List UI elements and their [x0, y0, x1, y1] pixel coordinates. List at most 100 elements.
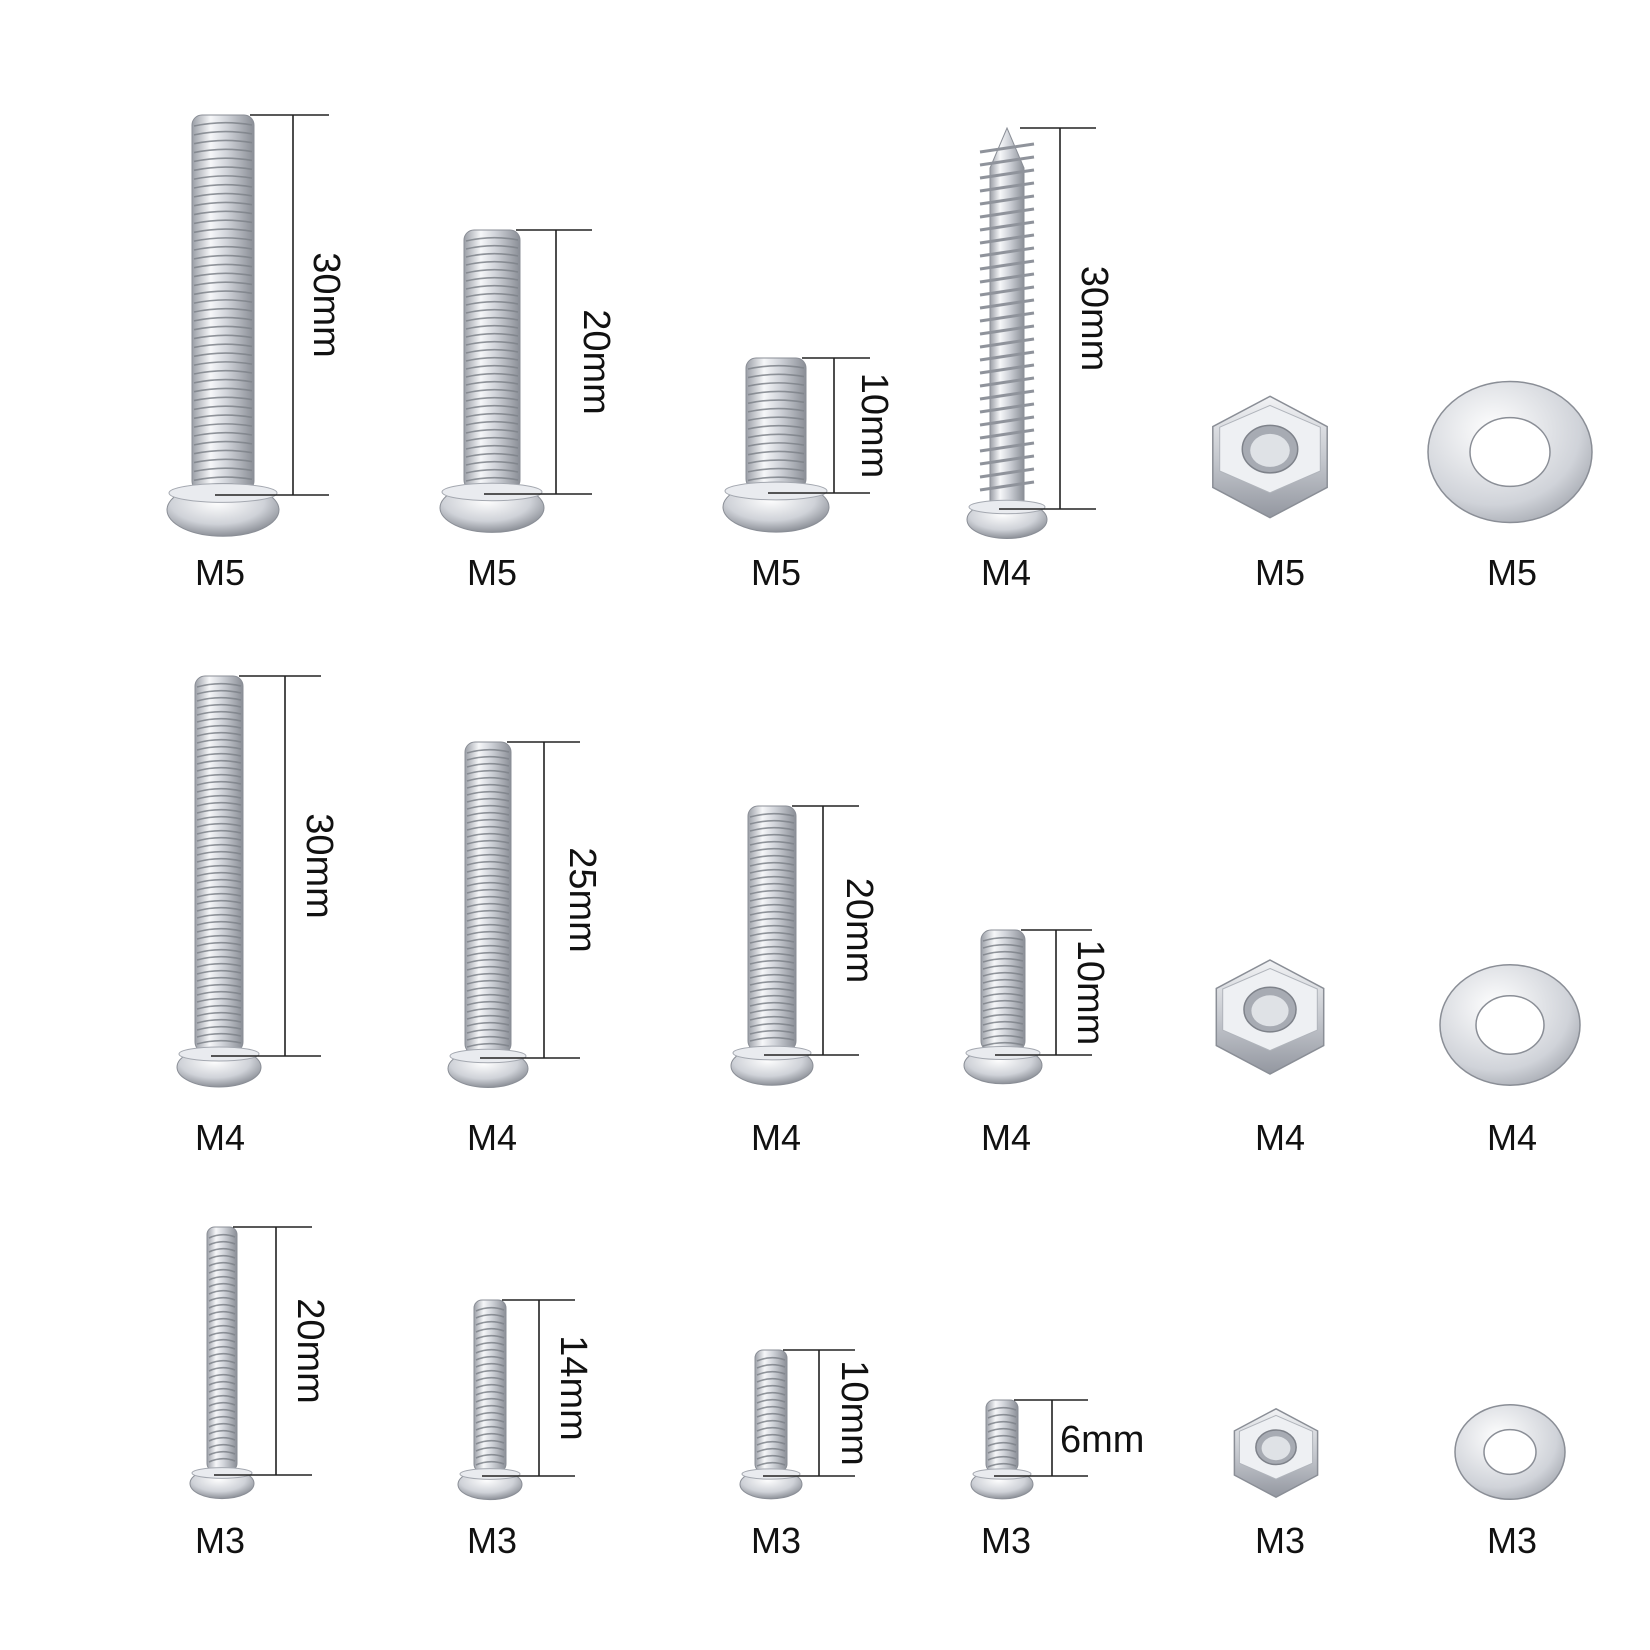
thread-ridge — [208, 1338, 236, 1344]
thread-ridge — [466, 881, 510, 887]
thread-ridge — [193, 440, 253, 446]
thread-ridge — [747, 433, 805, 439]
thread-ridge — [749, 966, 795, 972]
thread-ridge — [475, 1383, 505, 1389]
thread-ridge — [208, 1366, 236, 1372]
thread-ridge — [466, 958, 510, 964]
thread-ridge — [756, 1363, 786, 1369]
thread-ridge — [465, 460, 519, 466]
thread-ridge — [466, 1028, 510, 1034]
thread-ridge — [979, 207, 1035, 219]
thread-ridge — [979, 415, 1035, 427]
length-label: 14mm — [552, 1335, 594, 1441]
thread-ridge — [475, 1446, 505, 1452]
thread-ridge — [982, 943, 1024, 949]
thread-ridge — [465, 300, 519, 306]
thread-ridge — [979, 428, 1035, 440]
size-label: M5 — [1487, 552, 1537, 593]
thread-ridge — [465, 428, 519, 434]
thread-ridge — [208, 1450, 236, 1456]
thread-ridge — [196, 969, 242, 975]
thread-ridge — [749, 987, 795, 993]
nut-thread — [1261, 1436, 1291, 1461]
thread-ridge — [196, 703, 242, 709]
thread-ridge — [196, 997, 242, 1003]
thread-ridge — [475, 1369, 505, 1375]
thread-ridge — [475, 1376, 505, 1382]
thread-ridge — [465, 308, 519, 314]
washer-hole — [1475, 995, 1545, 1055]
thread-ridge — [756, 1370, 786, 1376]
thread-ridge — [979, 363, 1035, 375]
length-label: 10mm — [1069, 940, 1111, 1046]
thread-ridge — [749, 882, 795, 888]
thread-ridge — [208, 1254, 236, 1260]
thread-ridge — [465, 236, 519, 242]
thread-ridge — [196, 724, 242, 730]
thread-ridge — [208, 1317, 236, 1323]
thread-ridge — [982, 950, 1024, 956]
thread-ridge — [979, 311, 1035, 323]
thread-ridge — [749, 1008, 795, 1014]
thread-ridge — [475, 1425, 505, 1431]
thread-ridge — [196, 787, 242, 793]
thread-ridge — [208, 1331, 236, 1337]
thread-ridge — [979, 168, 1035, 180]
thread-ridge — [208, 1240, 236, 1246]
size-label: M3 — [195, 1520, 245, 1561]
thread-ridge — [756, 1398, 786, 1404]
thread-ridge — [193, 157, 253, 163]
thread-ridge — [749, 917, 795, 923]
thread-ridge — [208, 1394, 236, 1400]
thread-ridge — [466, 1014, 510, 1020]
thread-ridge — [208, 1380, 236, 1386]
washer-hole — [1469, 416, 1551, 488]
washer-m5: M5 — [1427, 380, 1593, 593]
thread-ridge — [465, 396, 519, 402]
bolt-shaft — [980, 929, 1026, 1052]
thread-ridge — [466, 762, 510, 768]
thread-ridge — [465, 372, 519, 378]
thread-ridge — [466, 769, 510, 775]
thread-ridge — [466, 755, 510, 761]
thread-ridge — [756, 1377, 786, 1383]
thread-ridge — [749, 868, 795, 874]
thread-ridge — [982, 978, 1024, 984]
thread-ridge — [208, 1408, 236, 1414]
thread-ridge — [466, 776, 510, 782]
thread-ridge — [196, 878, 242, 884]
thread-ridge — [208, 1429, 236, 1435]
thread-ridge — [982, 992, 1024, 998]
thread-ridge — [982, 971, 1024, 977]
thread-ridge — [193, 290, 253, 296]
thread-ridge — [756, 1433, 786, 1439]
thread-ridge — [979, 376, 1035, 388]
thread-ridge — [466, 839, 510, 845]
thread-ridge — [979, 467, 1035, 479]
thread-ridge — [756, 1461, 786, 1467]
thread-ridge — [749, 959, 795, 965]
thread-ridge — [196, 759, 242, 765]
thread-ridge — [475, 1404, 505, 1410]
thread-ridge — [193, 405, 253, 411]
thread-ridge — [193, 148, 253, 154]
thread-ridge — [193, 449, 253, 455]
thread-ridge — [208, 1289, 236, 1295]
thread-ridge — [193, 139, 253, 145]
head-rim — [741, 1468, 801, 1480]
head-rim — [178, 1046, 260, 1062]
thread-ridge — [196, 710, 242, 716]
thread-ridge — [196, 689, 242, 695]
thread-ridge — [208, 1310, 236, 1316]
size-label: M3 — [1487, 1520, 1537, 1561]
thread-ridge — [465, 260, 519, 266]
thread-ridge — [979, 285, 1035, 297]
length-label: 10mm — [833, 1360, 875, 1466]
thread-ridge — [982, 1013, 1024, 1019]
thread-ridge — [196, 864, 242, 870]
thread-ridge — [466, 979, 510, 985]
